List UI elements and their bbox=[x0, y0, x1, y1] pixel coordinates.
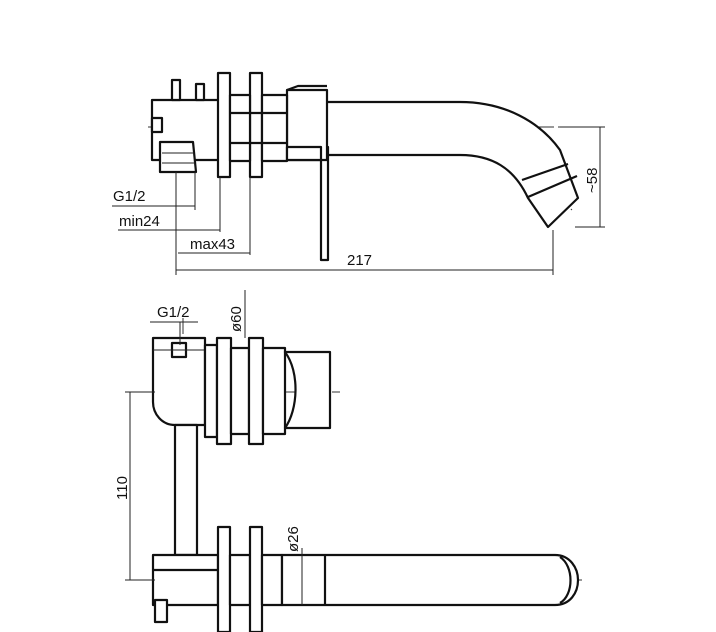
side-view: G1/2 ø60 110 ø26 bbox=[114, 290, 585, 632]
flange-2 bbox=[248, 71, 264, 179]
riser-pipe bbox=[173, 423, 199, 557]
spout-side-view bbox=[280, 553, 580, 607]
flange-1 bbox=[216, 71, 232, 179]
label-spout-length: 217 bbox=[347, 252, 372, 269]
label-thread-bottom: G1/2 bbox=[157, 304, 190, 321]
lever-handle-side bbox=[283, 350, 332, 430]
label-spout-diameter: ø26 bbox=[285, 526, 302, 552]
rosette-upper bbox=[215, 336, 233, 446]
label-max-depth: max43 bbox=[190, 236, 235, 253]
lower-valve-body bbox=[151, 553, 220, 607]
label-rosette-diameter: ø60 bbox=[228, 306, 245, 332]
spout-top-view bbox=[323, 100, 580, 229]
label-thread-top: G1/2 bbox=[113, 188, 146, 205]
label-spout-height: ~58 bbox=[584, 168, 601, 193]
rosette-lower bbox=[216, 525, 232, 632]
label-min-depth: min24 bbox=[119, 213, 160, 230]
label-centre-distance: 110 bbox=[114, 476, 131, 500]
top-view: G1/2 min24 max43 217 ~58 bbox=[112, 71, 605, 275]
lever-handle bbox=[319, 145, 330, 262]
